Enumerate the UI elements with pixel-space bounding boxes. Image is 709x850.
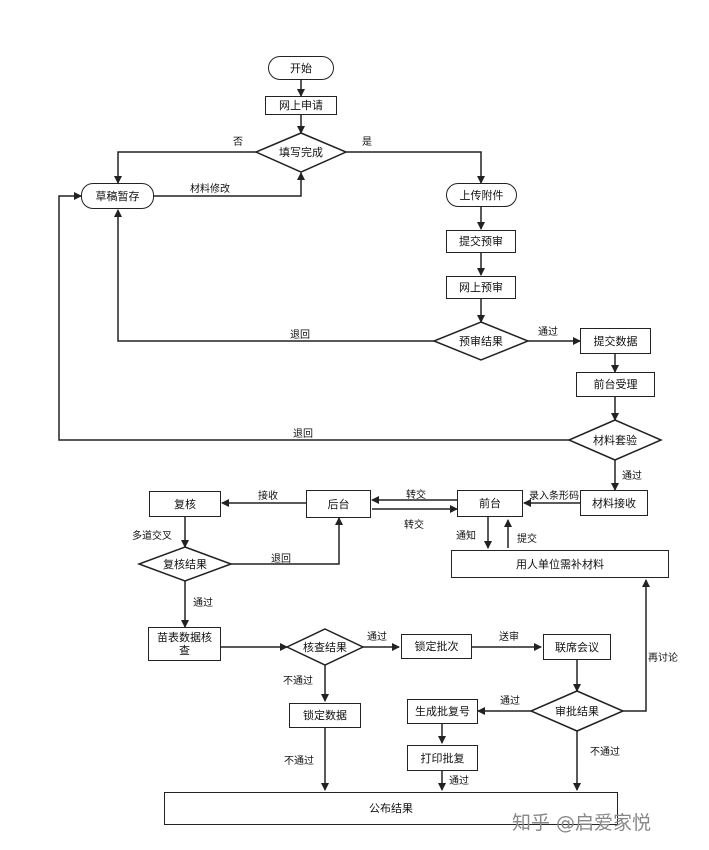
edge-label-notify: 通知	[456, 531, 476, 542]
upload-attach-node: 上传附件	[446, 183, 517, 207]
online-precheck-node: 网上预审	[446, 276, 516, 299]
edge-label-multi-cross: 多道交叉	[132, 531, 172, 542]
decision-approval-result-label: 审批结果	[555, 705, 599, 718]
backend-node: 后台	[306, 490, 371, 518]
start-node: 开始	[268, 56, 334, 80]
supplement-node: 用人单位需补材料	[451, 550, 669, 578]
edge-label-pass-approval: 通过	[500, 696, 520, 707]
edge-label-return-precheck: 退回	[290, 330, 310, 341]
sample-check-node: 苗表数据核查	[148, 627, 221, 661]
edge-label-yes: 是	[362, 137, 372, 148]
decision-material-check-label: 材料套验	[593, 434, 637, 447]
edge-label-barcode: 录入条形码	[529, 491, 579, 502]
draft-save-node: 草稿暂存	[81, 183, 154, 209]
decision-review-result-label: 复核结果	[163, 558, 207, 571]
edge-label-transfer-top: 转交	[406, 490, 426, 501]
publish-node: 公布结果	[164, 792, 618, 825]
edge-label-material-modify: 材料修改	[190, 184, 230, 195]
decision-precheck-result-label: 预审结果	[459, 335, 503, 348]
decision-check-result-label: 核查结果	[303, 641, 347, 654]
front-desk-node: 前台	[457, 490, 523, 517]
edge-label-return-review: 退回	[271, 554, 291, 565]
edge-label-not-pass-approval: 不通过	[590, 747, 620, 758]
decision-check-result	[285, 628, 365, 666]
joint-meeting-node: 联席会议	[543, 634, 611, 660]
edge-label-no: 否	[233, 137, 243, 148]
edge-label-pass-precheck: 通过	[538, 327, 558, 338]
lock-data-node: 锁定数据	[289, 703, 361, 728]
decision-fill-done-label: 填写完成	[279, 146, 323, 159]
print-approval-node: 打印批复	[407, 745, 478, 771]
edge-label-return-material: 退回	[293, 429, 313, 440]
watermark: 知乎 @启爱家悦	[512, 812, 652, 834]
edge-label-transfer-bottom: 转交	[404, 520, 424, 531]
material-receive-node: 材料接收	[580, 490, 648, 516]
edge-label-submit: 提交	[517, 534, 537, 545]
gen-approval-no-node: 生成批复号	[407, 699, 478, 724]
decision-fill-done	[254, 132, 348, 173]
submit-data-node: 提交数据	[580, 328, 651, 354]
edge-label-pass-check: 通过	[367, 632, 387, 643]
edge-label-not-pass-lock: 不通过	[284, 756, 314, 767]
edge-label-pass-material: 通过	[622, 471, 642, 482]
decision-approval-result	[529, 690, 625, 732]
lock-batch-node: 锁定批次	[401, 634, 472, 659]
edge-label-receive: 接收	[258, 491, 278, 502]
edge-label-rediscuss: 再讨论	[648, 653, 678, 664]
review-node: 复核	[149, 491, 221, 517]
front-accept-node: 前台受理	[576, 372, 655, 397]
apply-online-node: 网上申请	[265, 96, 337, 115]
decision-review-result	[136, 546, 234, 582]
edge-label-pass-print: 通过	[449, 776, 469, 787]
submit-precheck-node: 提交预审	[446, 230, 516, 253]
edge-label-pass-review: 通过	[193, 598, 213, 609]
decision-material-check	[567, 419, 663, 461]
decision-precheck-result	[431, 321, 531, 361]
edge-label-send-review: 送审	[499, 632, 519, 643]
edge-label-not-pass-check: 不通过	[283, 676, 313, 687]
